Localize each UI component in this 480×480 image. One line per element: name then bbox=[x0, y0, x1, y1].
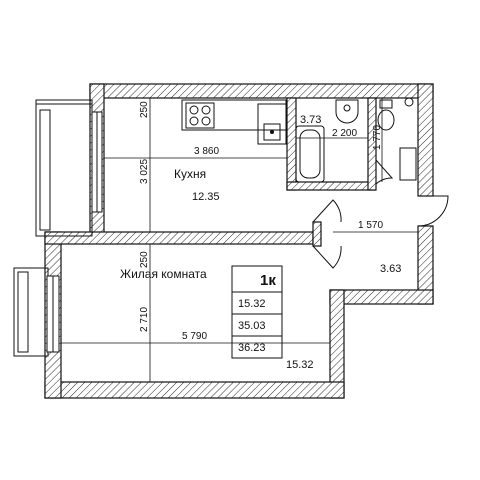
door-entrance bbox=[417, 195, 449, 227]
living-height-dim: 2 710 bbox=[139, 307, 150, 332]
bathroom-fixtures bbox=[295, 97, 417, 183]
balcony-outline bbox=[35, 99, 93, 237]
living-width-dim: 5 790 bbox=[182, 331, 207, 342]
wall-bath-right bbox=[367, 97, 377, 191]
summary-type: 1к bbox=[260, 272, 276, 289]
sink-drain-icon bbox=[270, 130, 274, 134]
summary-total-with-balcony: 36.23 bbox=[238, 342, 266, 354]
bathroom-area: 3.73 bbox=[300, 114, 321, 126]
living-top-dim: 250 bbox=[139, 251, 150, 268]
balcony-rail bbox=[39, 109, 51, 231]
door-kitchen bbox=[312, 199, 342, 223]
summary-total-area: 35.03 bbox=[238, 320, 266, 332]
kitchen-label: Кухня bbox=[174, 167, 206, 181]
sink bbox=[257, 103, 287, 145]
summary-living-area: 15.32 bbox=[238, 298, 266, 310]
dimension-lines bbox=[61, 98, 418, 382]
wall-right-upper bbox=[417, 83, 434, 197]
wall-top bbox=[89, 83, 434, 99]
kitchen-area: 12.35 bbox=[192, 191, 220, 203]
wall-bottom bbox=[44, 381, 345, 399]
windows bbox=[46, 111, 103, 353]
hall-area: 3.63 bbox=[380, 263, 401, 275]
wall-kitchen-living bbox=[44, 231, 314, 245]
wall-bath-left bbox=[286, 97, 297, 191]
summary-table: 1к 15.32 35.03 36.23 bbox=[231, 265, 283, 359]
wall-hall-bottom bbox=[329, 289, 434, 305]
toilet bbox=[377, 109, 395, 131]
living-area: 15.32 bbox=[286, 359, 314, 371]
living-window-bay bbox=[13, 267, 49, 357]
wall-bath-bottom bbox=[286, 181, 376, 191]
bathtub bbox=[295, 125, 325, 183]
kitchen-fixtures bbox=[181, 99, 287, 145]
walls bbox=[44, 83, 434, 399]
door-living bbox=[312, 245, 342, 269]
kitchen-width-dim: 3 860 bbox=[194, 146, 219, 157]
drain-icon bbox=[404, 97, 414, 107]
utility-box bbox=[399, 147, 417, 181]
bathroom-width-dim: 2 200 bbox=[332, 128, 357, 139]
hall-width-dim: 1 570 bbox=[358, 220, 383, 231]
wall-partition bbox=[312, 221, 322, 247]
doors bbox=[312, 159, 449, 269]
washbasin bbox=[335, 99, 359, 124]
burner-icon bbox=[189, 105, 199, 115]
bathroom-side-dim: 1 770 bbox=[372, 125, 383, 150]
door-bathroom bbox=[375, 159, 394, 185]
kitchen-height-dim: 3 025 bbox=[139, 159, 150, 184]
living-label: Жилая комната bbox=[120, 267, 207, 281]
stove bbox=[185, 102, 215, 129]
kitchen-top-dim: 250 bbox=[139, 101, 150, 118]
